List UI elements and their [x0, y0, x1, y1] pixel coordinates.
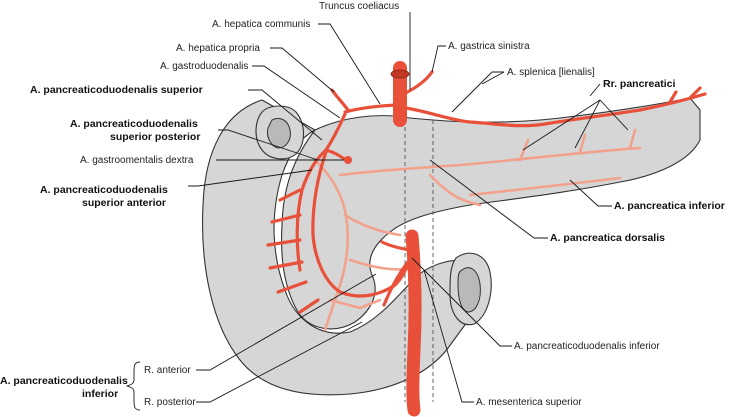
- label-truncus-coeliacus: Truncus coeliacus: [319, 1, 399, 12]
- label-pd-inferior-small: A. pancreaticoduodenalis inferior: [514, 341, 660, 352]
- label-hepatica-propria: A. hepatica propria: [176, 43, 260, 54]
- leader-lines: [188, 12, 629, 403]
- label-pancreatica-inferior: A. pancreatica inferior: [614, 200, 725, 212]
- label-mesenterica-superior: A. mesenterica superior: [476, 397, 582, 408]
- anterior-arteries: [266, 70, 707, 314]
- label-r-posterior: R. posterior: [144, 397, 196, 408]
- label-gastrica-sinistra: A. gastrica sinistra: [448, 41, 530, 52]
- posterior-arteries: [313, 128, 642, 332]
- label-pd-inferior-line1: A. pancreaticoduodenalis: [0, 375, 128, 387]
- label-pd-sup-ant-line2: superior anterior: [82, 197, 166, 209]
- mesenterica-superior-artery: [405, 229, 422, 417]
- label-pd-inferior-line2: inferior: [82, 388, 118, 400]
- inferior-bracket: [125, 361, 141, 411]
- label-splenica: A. splenica [lienalis]: [507, 67, 595, 78]
- label-gastroomentalis: A. gastroomentalis dextra: [80, 155, 194, 166]
- cut-duodenum-right-inner: [457, 267, 481, 313]
- pancreas: [281, 97, 701, 330]
- label-pd-sup-post-line2: superior posterior: [110, 131, 200, 143]
- label-pd-sup-post-line1: A. pancreaticoduodenalis: [70, 118, 198, 130]
- label-pancreatica-dorsalis: A. pancreatica dorsalis: [550, 232, 665, 244]
- aorta-opening: [390, 69, 410, 79]
- label-pd-sup-ant-line1: A. pancreaticoduodenalis: [40, 184, 168, 196]
- label-pd-superior: A. pancreaticoduodenalis superior: [30, 84, 203, 96]
- label-r-anterior: R. anterior: [144, 365, 191, 376]
- label-gastroduodenalis: A. gastroduodenalis: [160, 61, 248, 72]
- label-hepatica-communis: A. hepatica communis: [212, 19, 310, 30]
- label-rr-pancreatici: Rr. pancreatici: [603, 78, 675, 90]
- gastroomentalis-end: [344, 156, 352, 164]
- cut-vessel-left-inner: [267, 117, 291, 149]
